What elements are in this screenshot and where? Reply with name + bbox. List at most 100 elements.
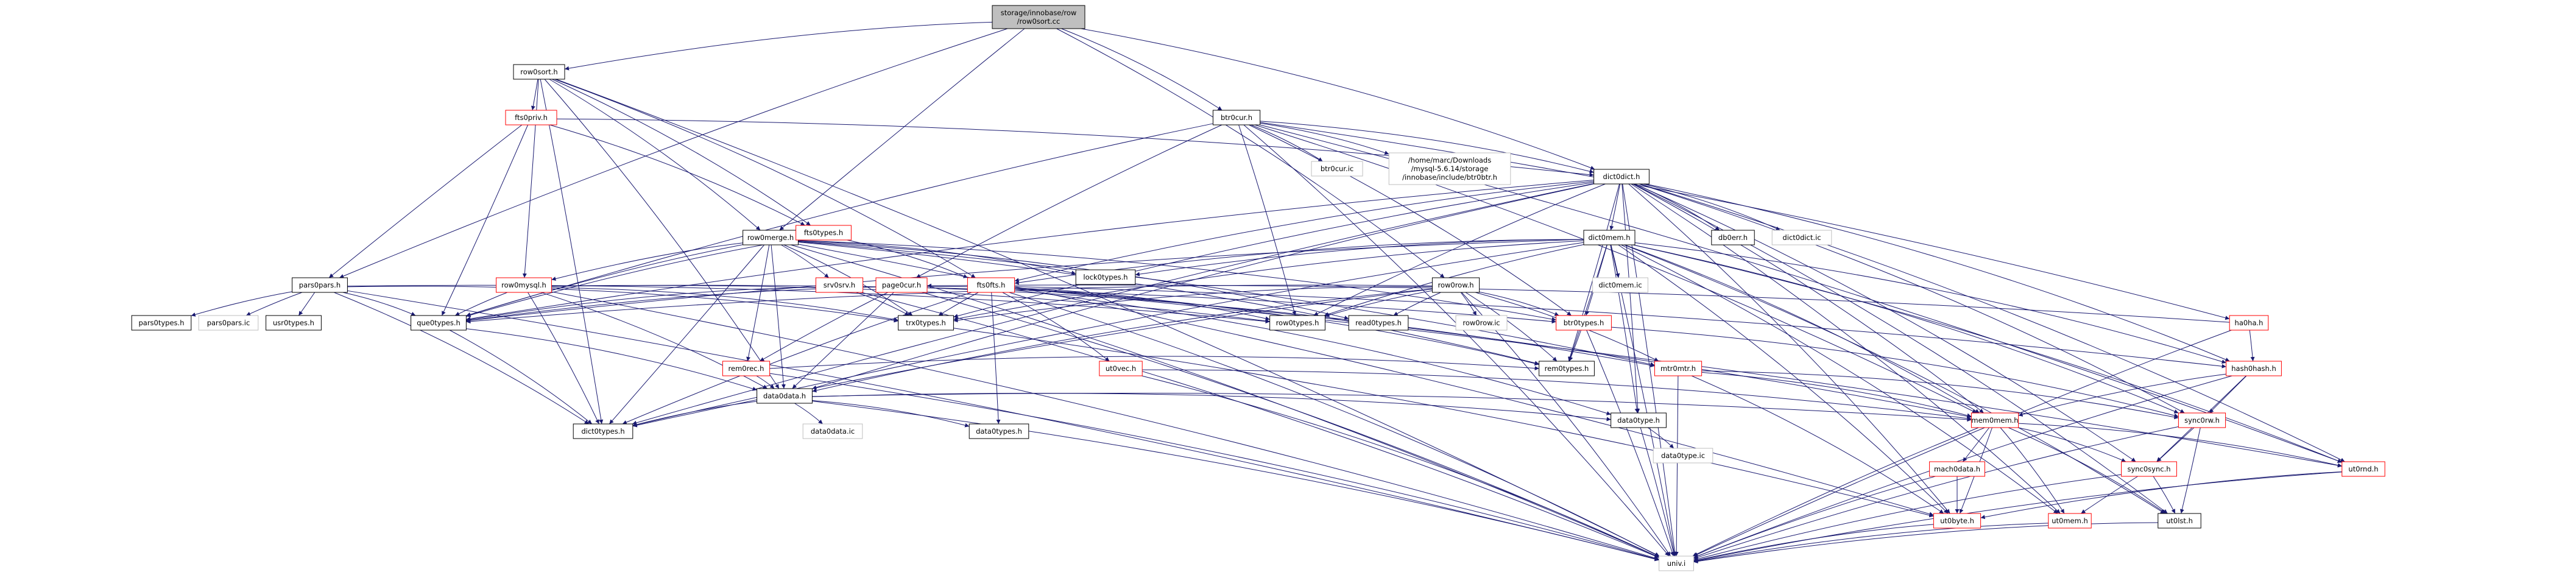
node-label: row0mysql.h <box>501 281 546 289</box>
edge-row0merge.h-to-rem0types.h <box>798 241 1539 365</box>
edge-data0data.h-to-data0types.h <box>812 400 970 428</box>
edge-fts0priv.h-to-fts0types.h <box>549 124 805 226</box>
node-box <box>131 315 192 331</box>
edge-pars0pars.h-to-que0types.h <box>342 292 416 316</box>
edge-dict0mem.h-to-ut0mem.h <box>1621 244 2058 514</box>
node-box <box>1348 315 1409 331</box>
edge-data0data.h-to-dict0types.h <box>632 401 757 427</box>
node-srv0srv[interactable]: srv0srv.h <box>815 277 864 293</box>
edge-dict0dict.h-to-data0data.h <box>812 183 1594 390</box>
node-label: btr0cur.ic <box>1321 164 1353 173</box>
node-usr0types[interactable]: usr0types.h <box>266 315 322 331</box>
node-rem0types[interactable]: rem0types.h <box>1539 361 1595 376</box>
node-data0type[interactable]: data0type.h <box>1611 412 1667 428</box>
node-label: data0type.ic <box>1661 451 1705 460</box>
edge-mach0data.h-to-univ.i <box>1693 476 1936 559</box>
node-box <box>757 388 813 404</box>
node-dict0types[interactable]: dict0types.h <box>573 423 633 439</box>
node-data0data-ic[interactable]: data0data.ic <box>802 423 863 439</box>
node-label: que0types.h <box>417 319 461 327</box>
edge-fts0fts.h-to-mem0mem.h <box>1014 288 1972 418</box>
node-lock0types[interactable]: lock0types.h <box>1075 269 1136 285</box>
node-data0types[interactable]: data0types.h <box>969 423 1029 439</box>
node-ha0ha[interactable]: ha0ha.h <box>2229 315 2269 331</box>
node-box <box>1929 461 1985 477</box>
node-label: page0cur.h <box>882 281 921 289</box>
edge-fts0fts.h-to-trx0types.h <box>938 292 979 316</box>
node-box <box>1539 361 1595 376</box>
node-label: /row0sort.cc <box>1017 17 1060 26</box>
node-sync0rw[interactable]: sync0rw.h <box>2178 412 2226 428</box>
edge-fts0fts.h-to-ut0vec.h <box>1002 292 1110 362</box>
node-box <box>2158 513 2201 529</box>
node-dict0mem-ic[interactable]: dict0mem.ic <box>1592 277 1648 293</box>
edge-pars0pars.h-to-dict0types.h <box>334 292 590 425</box>
node-label: row0sort.h <box>520 68 557 76</box>
node-box <box>2121 461 2177 477</box>
node-ut0lst[interactable]: ut0lst.h <box>2158 513 2201 529</box>
node-data0type-ic[interactable]: data0type.ic <box>1653 448 1713 464</box>
node-row0sort[interactable]: row0sort.h <box>513 64 565 80</box>
node-mach0data[interactable]: mach0data.h <box>1929 461 1985 477</box>
node-box <box>1388 152 1511 185</box>
node-box <box>1771 230 1832 245</box>
node-label: data0data.ic <box>811 427 855 436</box>
node-pars0pars-ic[interactable]: pars0pars.ic <box>198 315 259 331</box>
node-ut0byte[interactable]: ut0byte.h <box>1933 513 1981 529</box>
node-rem0rec[interactable]: rem0rec.h <box>722 361 771 376</box>
node-univ[interactable]: univ.i <box>1659 556 1694 571</box>
node-btr0types[interactable]: btr0types.h <box>1556 315 1612 331</box>
node-box <box>1556 315 1612 331</box>
node-mtr0mtr[interactable]: mtr0mtr.h <box>1654 361 1703 376</box>
node-row0row[interactable]: row0row.h <box>1431 277 1480 293</box>
node-db0err[interactable]: db0err.h <box>1711 230 1755 245</box>
node-label: /mysql-5.6.14/storage <box>1411 164 1489 173</box>
node-ut0mem[interactable]: ut0mem.h <box>2048 513 2092 529</box>
node-label: rem0types.h <box>1545 364 1589 373</box>
node-trx0types[interactable]: trx0types.h <box>898 315 954 331</box>
edge-hash0hash.h-to-sync0rw.h <box>2209 375 2247 414</box>
node-root[interactable]: storage/innobase/row/row0sort.cc <box>992 5 1085 29</box>
edge-btr0cur.h-to-btr0cur.ic <box>1251 124 1323 162</box>
edge-row0merge.h-to-lock0types.h <box>798 240 1076 275</box>
node-btr0btr[interactable]: /home/marc/Downloads/mysql-5.6.14/storag… <box>1388 152 1511 185</box>
node-pars0pars[interactable]: pars0pars.h <box>292 277 348 293</box>
node-btr0cur[interactable]: btr0cur.h <box>1212 110 1261 125</box>
edge-row0merge.h-to-btr0types.h <box>798 240 1556 322</box>
node-row0types[interactable]: row0types.h <box>1269 315 1325 331</box>
edge-dict0dict.h-to-sync0sync.h <box>1634 183 2136 462</box>
node-hash0hash[interactable]: hash0hash.h <box>2226 361 2282 376</box>
node-label: dict0mem.h <box>1588 233 1630 242</box>
edge-dict0mem.h-to-lock0types.h <box>1135 239 1584 277</box>
node-pars0types[interactable]: pars0types.h <box>131 315 192 331</box>
node-ut0vec[interactable]: ut0vec.h <box>1099 361 1143 376</box>
edge-row0merge.h-to-read0types.h <box>798 241 1349 320</box>
node-read0types[interactable]: read0types.h <box>1348 315 1409 331</box>
edge-fts0types.h-to-fts0fts.h <box>847 239 968 278</box>
edge-sync0rw.h-to-ut0lst.h <box>2179 427 2201 514</box>
node-fts0fts[interactable]: fts0fts.h <box>967 277 1015 293</box>
node-row0merge[interactable]: row0merge.h <box>743 230 799 245</box>
node-sync0sync[interactable]: sync0sync.h <box>2121 461 2177 477</box>
edge-srv0srv.h-to-univ.i <box>861 292 1659 559</box>
edge-row0row.h-to-row0types.h <box>1325 290 1433 317</box>
edge-rem0rec.h-to-univ.i <box>769 373 1659 561</box>
node-row0row-ic[interactable]: row0row.ic <box>1455 315 1508 331</box>
node-data0data[interactable]: data0data.h <box>757 388 813 404</box>
node-dict0mem[interactable]: dict0mem.h <box>1583 230 1636 245</box>
node-mem0mem[interactable]: mem0mem.h <box>1971 412 2019 428</box>
node-dict0dict-ic[interactable]: dict0dict.ic <box>1771 230 1832 245</box>
node-fts0priv[interactable]: fts0priv.h <box>505 110 557 125</box>
edge-row0mysql.h-to-dict0types.h <box>528 292 599 425</box>
node-ut0rnd[interactable]: ut0rnd.h <box>2341 461 2385 477</box>
node-dict0dict[interactable]: dict0dict.h <box>1593 169 1650 185</box>
node-que0types[interactable]: que0types.h <box>411 315 467 331</box>
node-label: ut0lst.h <box>2166 517 2193 525</box>
node-page0cur[interactable]: page0cur.h <box>875 277 928 293</box>
node-label: ut0vec.h <box>1106 364 1136 373</box>
edge-row0mysql.h-to-trx0types.h <box>551 287 898 322</box>
node-fts0types[interactable]: fts0types.h <box>796 225 852 241</box>
node-btr0cur-ic[interactable]: btr0cur.ic <box>1311 161 1363 177</box>
edge-dict0mem.h-to-que0types.h <box>466 239 1584 323</box>
node-row0mysql[interactable]: row0mysql.h <box>496 277 552 293</box>
